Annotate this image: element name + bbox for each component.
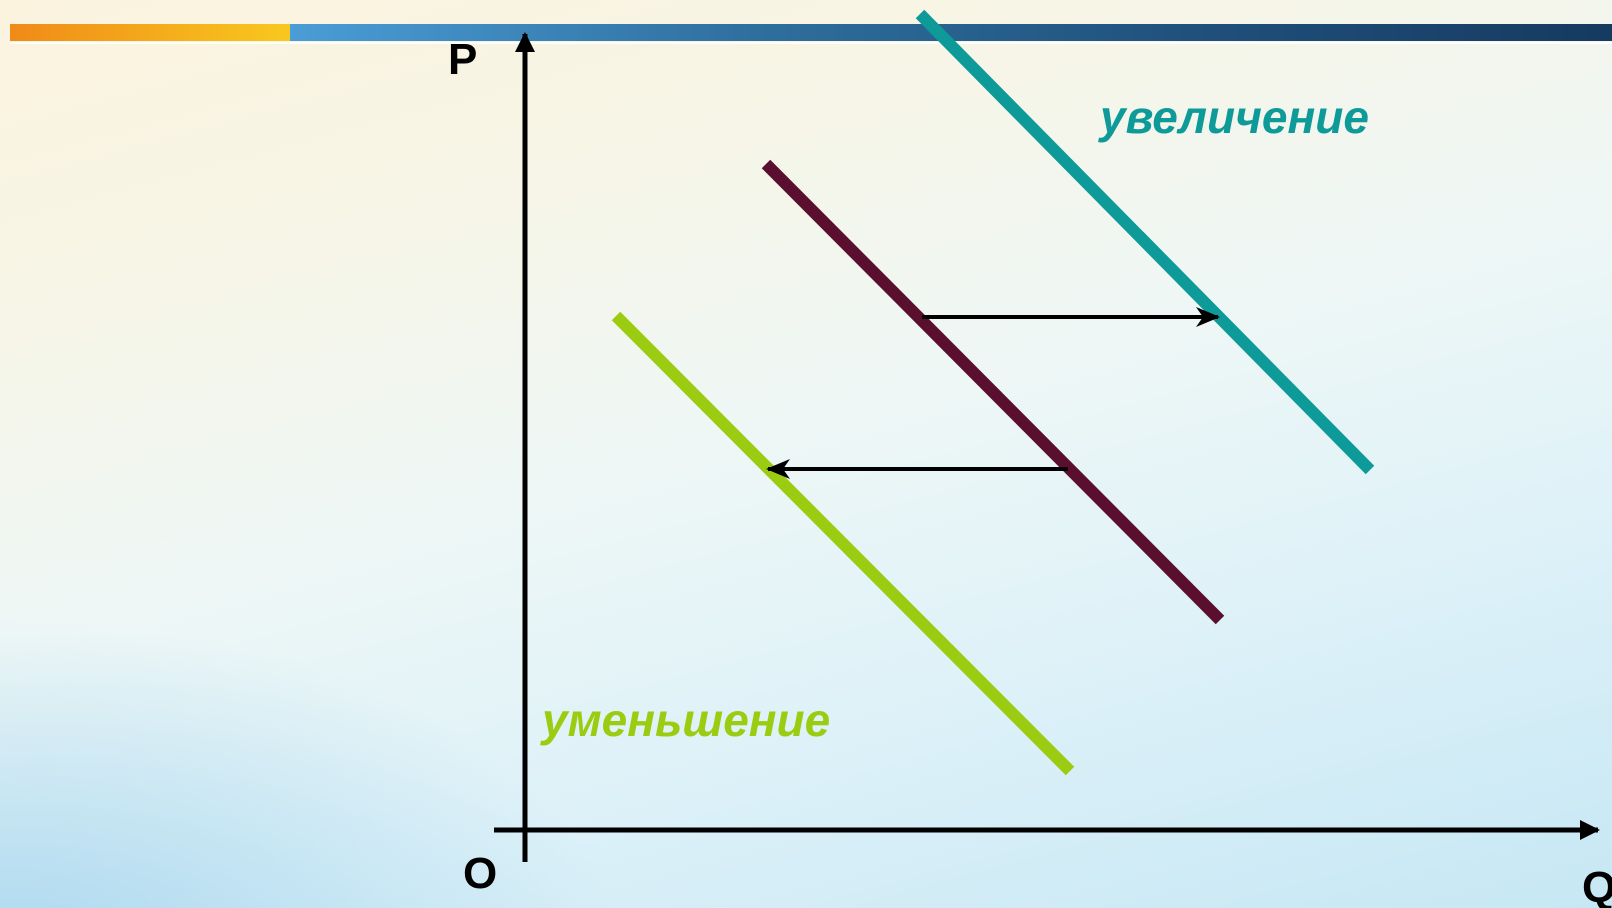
increase-demand-curve [915, 9, 1375, 475]
header-decoration-bar [10, 24, 1612, 41]
y-axis-label: P [448, 35, 477, 84]
increase-label: увеличение [1098, 91, 1369, 143]
decrease-demand-curve [611, 311, 1075, 776]
decrease-label: уменьшение [540, 694, 830, 746]
original-demand-curve [761, 159, 1225, 625]
header-bar-blue-segment [290, 24, 1612, 41]
origin-label: O [463, 849, 497, 898]
header-bar-orange-segment [10, 24, 290, 41]
header-bar-highlight [10, 42, 1612, 44]
x-axis-label: Q [1582, 863, 1612, 908]
